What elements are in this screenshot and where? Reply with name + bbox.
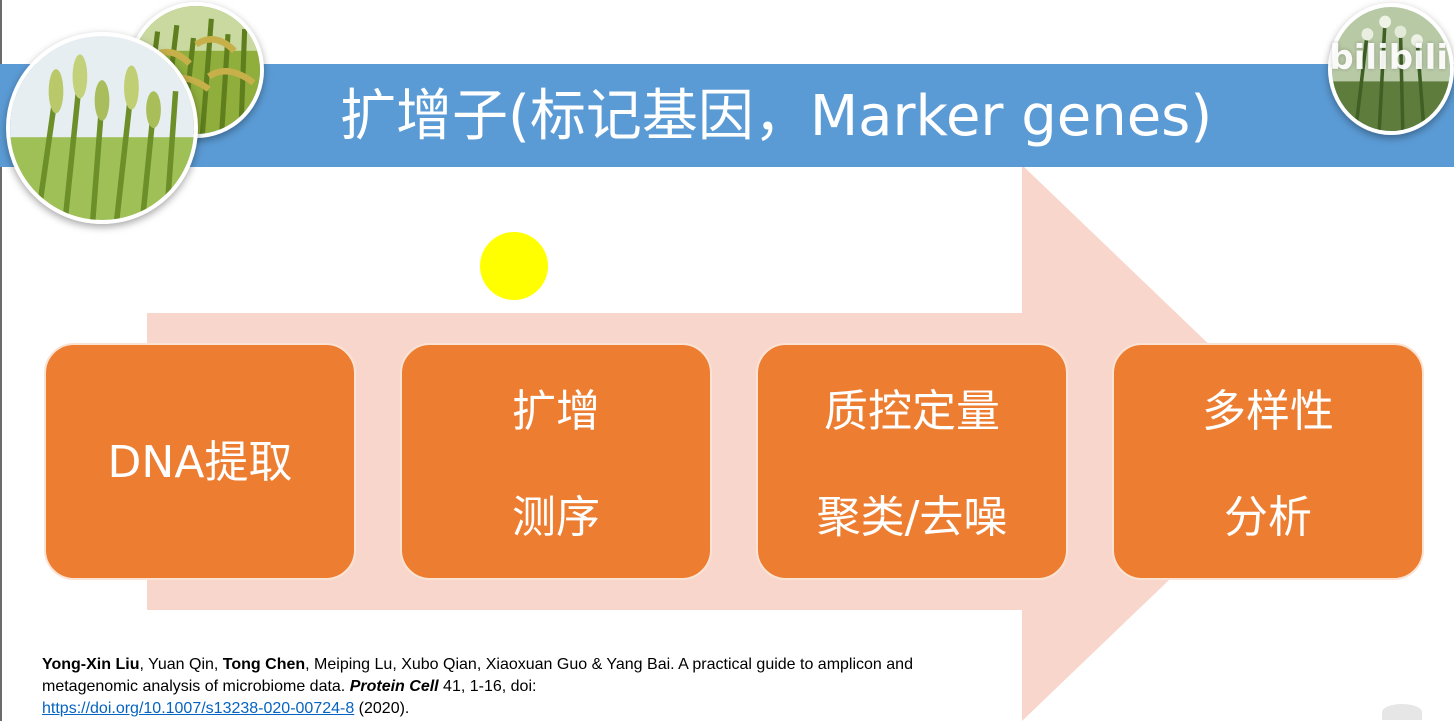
step-label: 聚类/去噪 <box>816 492 1008 543</box>
slide-title: 扩增子(标记基因，Marker genes) <box>340 84 1213 149</box>
step-qc-clustering: 质控定量 聚类/去噪 <box>756 343 1068 580</box>
citation-separator: , <box>213 656 223 673</box>
step-label: 扩增 <box>512 386 600 437</box>
step-label: 多样性 <box>1202 386 1334 437</box>
citation-separator: , <box>139 656 149 673</box>
laser-pointer-dot <box>480 232 548 300</box>
corner-decoration <box>1382 704 1422 720</box>
citation-title: A practical guide to amplicon and metage… <box>42 656 913 695</box>
window-edge <box>0 0 2 721</box>
step-diversity-analysis: 多样性 分析 <box>1112 343 1424 580</box>
bilibili-watermark: bilibili <box>1329 38 1448 78</box>
step-label: DNA提取 <box>107 437 293 488</box>
citation-year: (2020). <box>354 700 410 717</box>
citation-author: Tong Chen <box>222 656 306 673</box>
citation-author: Yuan Qin <box>148 656 214 673</box>
citation: Yong-Xin Liu, Yuan Qin, Tong Chen, Meipi… <box>42 654 962 720</box>
wheat-field-photo <box>6 32 198 224</box>
citation-author: Yong-Xin Liu <box>42 656 140 673</box>
citation-other-authors: , Meiping Lu, Xubo Qian, Xiaoxuan Guo & … <box>305 656 679 673</box>
step-label: 分析 <box>1224 492 1312 543</box>
doi-link[interactable]: https://doi.org/10.1007/s13238-020-00724… <box>42 700 355 717</box>
step-label: 测序 <box>512 492 600 543</box>
citation-journal: Protein Cell <box>349 678 439 695</box>
step-label: 质控定量 <box>824 386 1000 437</box>
citation-volume: 41, 1-16, doi: <box>438 678 537 695</box>
step-amplification-sequencing: 扩增 测序 <box>400 343 712 580</box>
step-dna-extraction: DNA提取 <box>44 343 356 580</box>
